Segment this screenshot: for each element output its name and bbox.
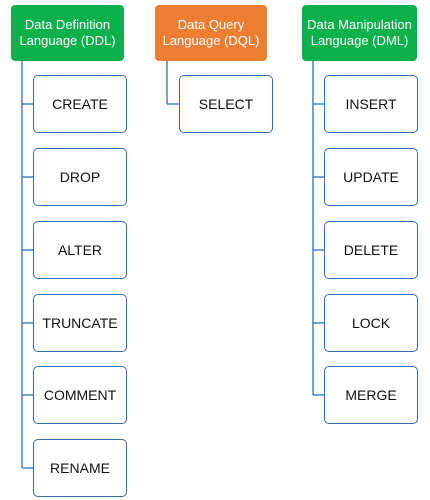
- ddl-item-alter: ALTER: [33, 221, 127, 279]
- dml-item-update: UPDATE: [324, 148, 418, 206]
- ddl-item-drop: DROP: [33, 148, 127, 206]
- ddl-item-comment: COMMENT: [33, 366, 127, 424]
- dml-header: Data Manipulation Language (DML): [302, 5, 417, 61]
- dml-item-merge: MERGE: [324, 366, 418, 424]
- dml-item-insert: INSERT: [324, 75, 418, 133]
- ddl-header: Data Definition Language (DDL): [11, 5, 124, 61]
- dql-item-select: SELECT: [179, 75, 273, 133]
- dml-item-delete: DELETE: [324, 221, 418, 279]
- ddl-header-label: Data Definition Language (DDL): [19, 17, 116, 48]
- ddl-item-rename: RENAME: [33, 439, 127, 497]
- ddl-item-truncate: TRUNCATE: [33, 294, 127, 352]
- dql-header-label: Data Query Language (DQL): [162, 17, 260, 48]
- dml-item-lock: LOCK: [324, 294, 418, 352]
- dql-header: Data Query Language (DQL): [155, 5, 267, 61]
- ddl-item-create: CREATE: [33, 75, 127, 133]
- dml-header-label: Data Manipulation Language (DML): [307, 17, 412, 48]
